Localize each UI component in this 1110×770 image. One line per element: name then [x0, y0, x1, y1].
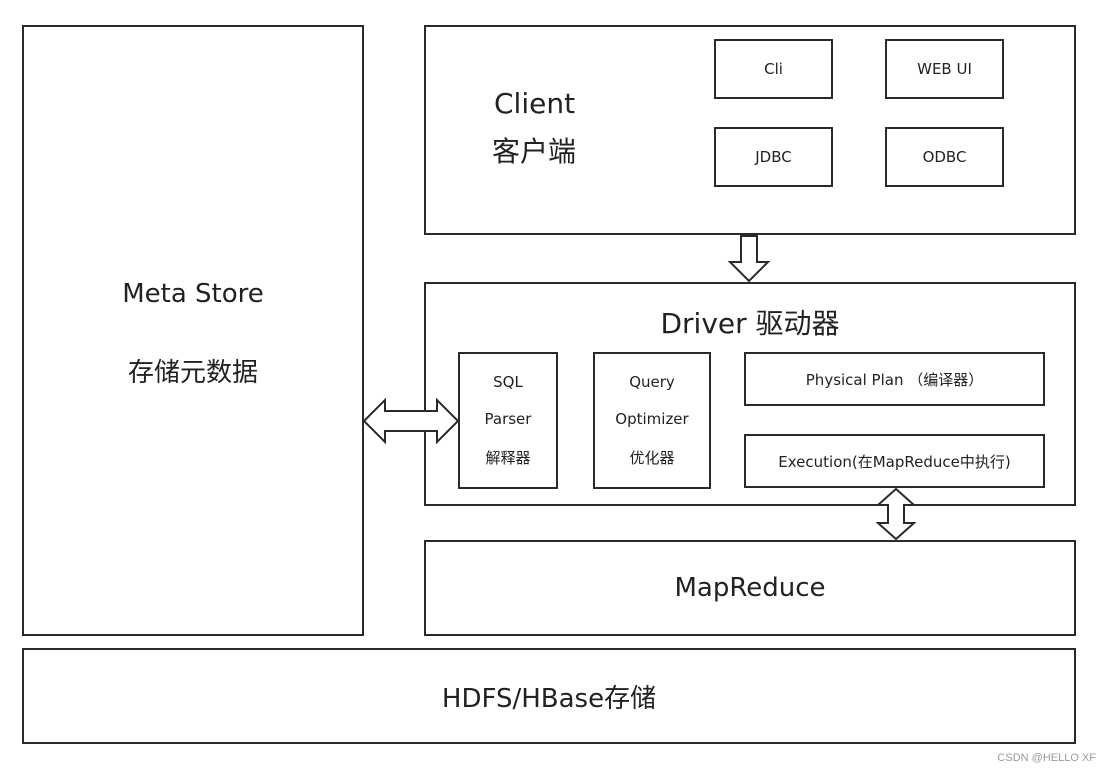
watermark: CSDN @HELLO XF: [997, 752, 1096, 764]
parser-box: SQL Parser 解释器: [458, 352, 558, 489]
storage-box: HDFS/HBase存储: [22, 648, 1076, 744]
parser-line-3: 解释器: [485, 448, 531, 467]
execution-box: Execution(在MapReduce中执行): [744, 434, 1045, 488]
optimizer-line-1: Query: [629, 373, 675, 392]
client-title: Client: [494, 87, 576, 120]
client-webui-box: WEB UI: [885, 39, 1004, 99]
client-odbc-box: ODBC: [885, 127, 1004, 187]
client-to-driver-arrow: [727, 235, 771, 283]
client-cli-box: Cli: [714, 39, 833, 99]
client-jdbc-box: JDBC: [714, 127, 833, 187]
parser-line-1: SQL: [493, 373, 523, 392]
physical-plan-box: Physical Plan （编译器）: [744, 352, 1045, 406]
driver-title: Driver 驱动器: [660, 307, 840, 340]
optimizer-line-2: Optimizer: [615, 409, 689, 428]
execution-mapreduce-double-arrow: [875, 487, 917, 541]
metastore-parser-double-arrow: [362, 397, 460, 445]
metastore-box: Meta Store 存储元数据: [22, 25, 364, 636]
parser-line-2: Parser: [484, 409, 532, 428]
mapreduce-box: MapReduce: [424, 540, 1076, 636]
optimizer-box: Query Optimizer 优化器: [593, 352, 711, 489]
optimizer-line-3: 优化器: [629, 448, 675, 467]
metastore-title: Meta Store: [122, 279, 264, 309]
client-subtitle: 客户端: [492, 135, 577, 168]
metastore-subtitle: 存储元数据: [127, 358, 258, 388]
